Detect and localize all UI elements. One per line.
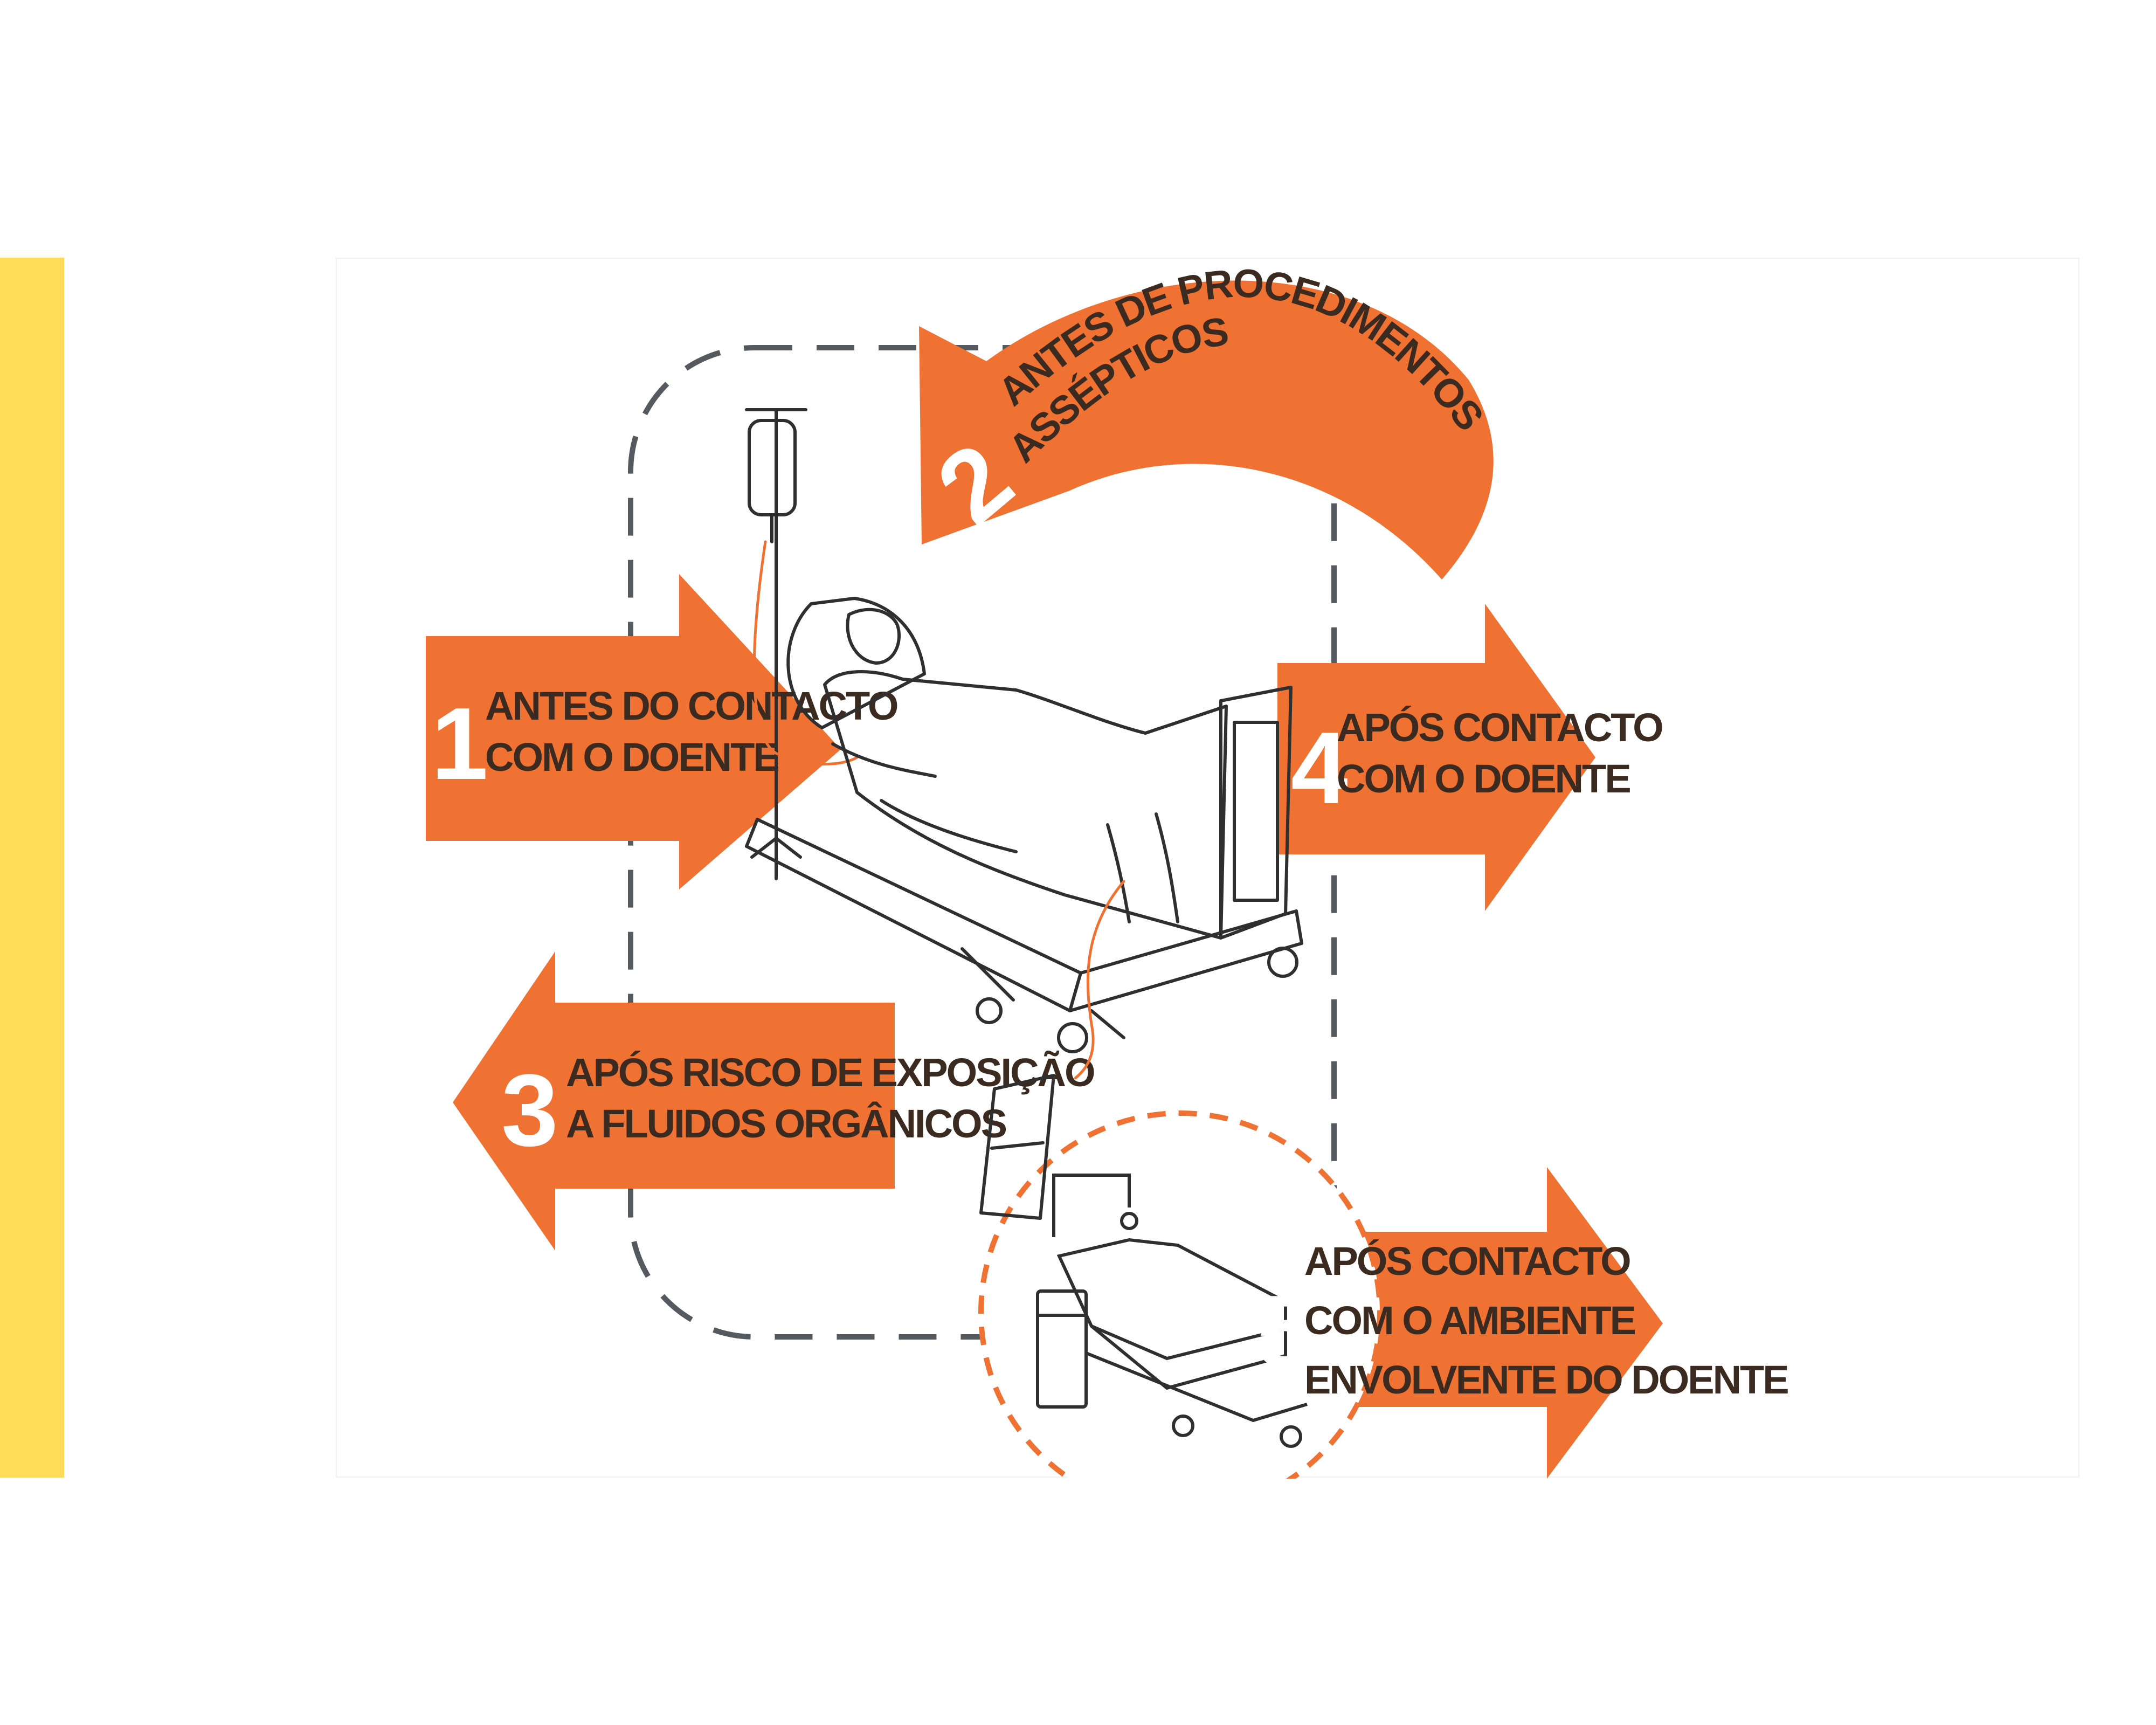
diagram-canvas: 1 ANTES DO CONTACTO COM O DOENTE 2 ANTES…: [426, 261, 1789, 1479]
patient-in-hospital-bed-illustration: [745, 408, 1303, 1220]
moment-4-label-line1: APÓS CONTACTO: [1337, 705, 1662, 750]
moment-5-label-line1: APÓS CONTACTO: [1304, 1239, 1630, 1284]
moment-3-arrow: [453, 951, 895, 1251]
moment-4-arrow: [1277, 604, 1595, 911]
moment-3-label-line2: A FLUIDOS ORGÂNICOS: [566, 1101, 1006, 1146]
moment-3-label-line1: APÓS RISCO DE EXPOSIÇÃO: [566, 1050, 1094, 1095]
moment-5-label-line3: ENVOLVENTE DO DOENTE: [1304, 1357, 1788, 1402]
yellow-accent-bar: [0, 258, 64, 1478]
moment-4-label-line2: COM O DOENTE: [1337, 756, 1630, 801]
environment-inset-circle: [978, 1110, 1383, 1479]
moment-1-arrow: [426, 574, 841, 889]
moment-4-number: 4: [1291, 711, 1348, 825]
hand-hygiene-diagram: 1 ANTES DO CONTACTO COM O DOENTE 2 ANTES…: [336, 258, 2079, 1479]
moment-1-number: 1: [431, 687, 486, 801]
moment-2-curved-arrow: [919, 280, 1494, 579]
moment-1-label-line2: COM O DOENTE: [485, 735, 778, 779]
empty-bed-environment-illustration: [1036, 1174, 1308, 1448]
moment-5-number: 5: [1256, 1274, 1311, 1389]
moment-5-label-line2: COM O AMBIENTE: [1304, 1298, 1635, 1343]
moment-3-number: 3: [501, 1053, 556, 1168]
